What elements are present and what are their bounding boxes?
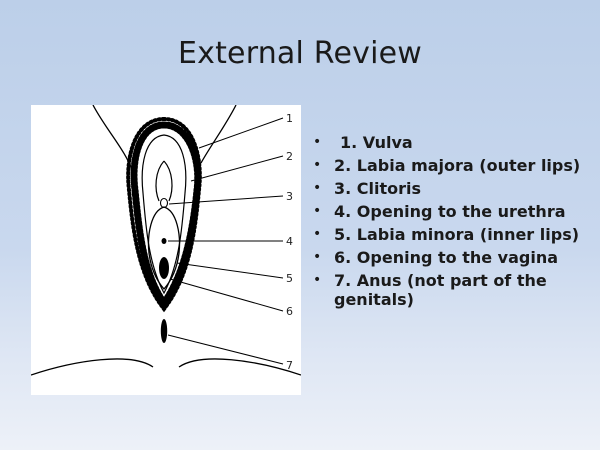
- right-buttock-line: [178, 358, 301, 376]
- leader-line-7: [167, 334, 284, 365]
- labia-majora-outline-outer: [126, 116, 202, 313]
- diagram-label-1: 1: [286, 112, 293, 125]
- diagram-label-2: 2: [286, 150, 293, 163]
- slide-title: External Review: [177, 36, 423, 71]
- diagram-label-3: 3: [286, 190, 293, 203]
- list-item-text: 2. Labia majora (outer lips): [334, 156, 581, 175]
- diagram-label-7: 7: [286, 359, 293, 372]
- anus-shape: [160, 319, 168, 343]
- list-item: • 4. Opening to the urethra: [306, 202, 591, 221]
- urethral-opening-shape: [161, 238, 167, 244]
- bullet-icon: •: [313, 134, 322, 150]
- bullet-icon: •: [313, 272, 322, 288]
- list-item-text: 1. Vulva: [340, 133, 413, 152]
- list-item: • 3. Clitoris: [306, 179, 591, 198]
- term-list: • 1. Vulva • 2. Labia majora (outer lips…: [306, 133, 591, 313]
- leader-line-1: [198, 117, 284, 149]
- bullet-icon: •: [313, 157, 322, 173]
- leader-line-2: [190, 155, 284, 182]
- labia-minora-outline: [147, 206, 181, 290]
- labia-majora-inner-edge: [141, 134, 187, 295]
- diagram-panel: 1 2 3 4 5 6 7: [31, 105, 301, 395]
- list-item-text: 3. Clitoris: [334, 179, 422, 198]
- list-item-text: 4. Opening to the urethra: [334, 202, 566, 221]
- leader-line-5: [176, 262, 284, 279]
- bullet-icon: •: [313, 249, 322, 265]
- bullet-icon: •: [313, 180, 322, 196]
- list-item: • 7. Anus (not part of the genitals): [306, 271, 591, 309]
- diagram-label-5: 5: [286, 272, 293, 285]
- clitoral-hood: [155, 160, 173, 202]
- list-item-text: 5. Labia minora (inner lips): [334, 225, 580, 244]
- bullet-icon: •: [313, 226, 322, 242]
- list-item-text: 7. Anus (not part of the genitals): [334, 271, 547, 309]
- anatomy-diagram: 1 2 3 4 5 6 7: [31, 105, 301, 376]
- diagram-label-6: 6: [286, 305, 293, 318]
- bullet-icon: •: [313, 203, 322, 219]
- list-item: • 5. Labia minora (inner lips): [306, 225, 591, 244]
- list-item-text: 6. Opening to the vagina: [334, 248, 558, 267]
- vaginal-opening-shape: [159, 257, 169, 279]
- leader-line-3: [168, 195, 284, 205]
- list-item: • 2. Labia majora (outer lips): [306, 156, 591, 175]
- diagram-label-4: 4: [286, 235, 293, 248]
- list-item: • 1. Vulva: [306, 133, 591, 152]
- right-thigh-line: [200, 105, 237, 164]
- leader-line-6: [169, 278, 284, 312]
- list-item: • 6. Opening to the vagina: [306, 248, 591, 267]
- labia-majora-outline: [130, 121, 202, 310]
- left-buttock-line: [31, 358, 154, 376]
- clitoris-shape: [159, 197, 169, 209]
